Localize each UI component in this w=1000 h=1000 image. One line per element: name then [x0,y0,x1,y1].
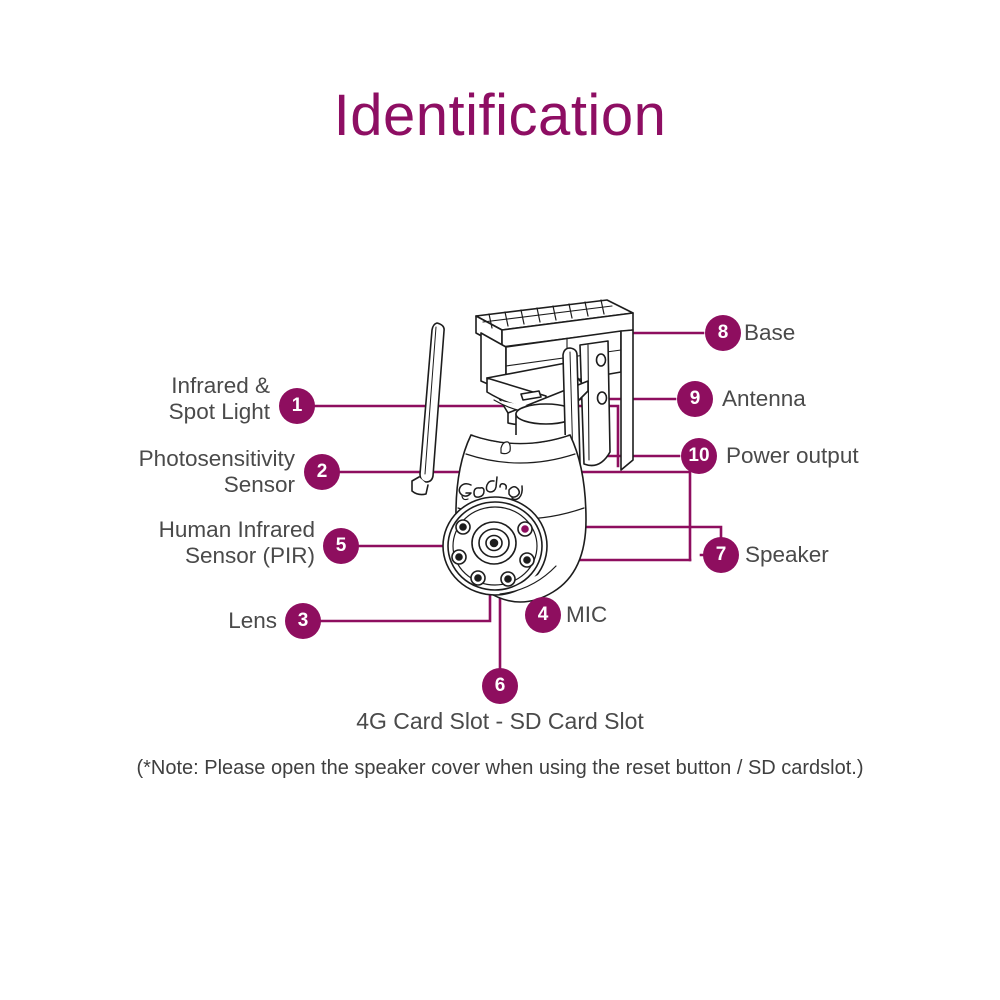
bracket-right-arm [579,340,611,467]
callout-marker-10[interactable]: 10 [681,438,717,474]
page-title: Identification [333,83,667,148]
brand-logo [458,476,523,501]
callout-label-8: Base [744,320,796,345]
callout-label-9: Antenna [722,386,806,411]
callout-label-1: Infrared & Spot Light [168,373,270,424]
ir-led-ring [451,519,535,587]
camera-illustration [411,299,634,603]
callout-label-6: 4G Card Slot - SD Card Slot [356,708,644,734]
callout-label-4: MIC [566,602,608,627]
callout-marker-6[interactable]: 6 [482,668,518,704]
callout-marker-8[interactable]: 8 [705,315,741,351]
callout-marker-2[interactable]: 2 [304,454,340,490]
leader-line-1 [313,404,620,468]
callout-label-3: Lens [228,608,277,633]
callout-marker-9[interactable]: 9 [677,381,713,417]
callout-marker-5[interactable]: 5 [323,528,359,564]
callout-marker-7[interactable]: 7 [703,537,739,573]
callout-label-7: Speaker [745,542,829,567]
callout-label-10: Power output [726,443,859,468]
callout-marker-1[interactable]: 1 [279,388,315,424]
antenna-left [411,322,445,496]
speaker-cover-edge [499,565,557,595]
callout-marker-3[interactable]: 3 [285,603,321,639]
callout-marker-4[interactable]: 4 [525,597,561,633]
lens-assembly [442,496,548,596]
callout-label-5: Human Infrared Sensor (PIR) [158,517,315,568]
footnote: (*Note: Please open the speaker cover wh… [136,757,864,779]
callout-label-2: Photosensitivity Sensor [138,446,295,497]
